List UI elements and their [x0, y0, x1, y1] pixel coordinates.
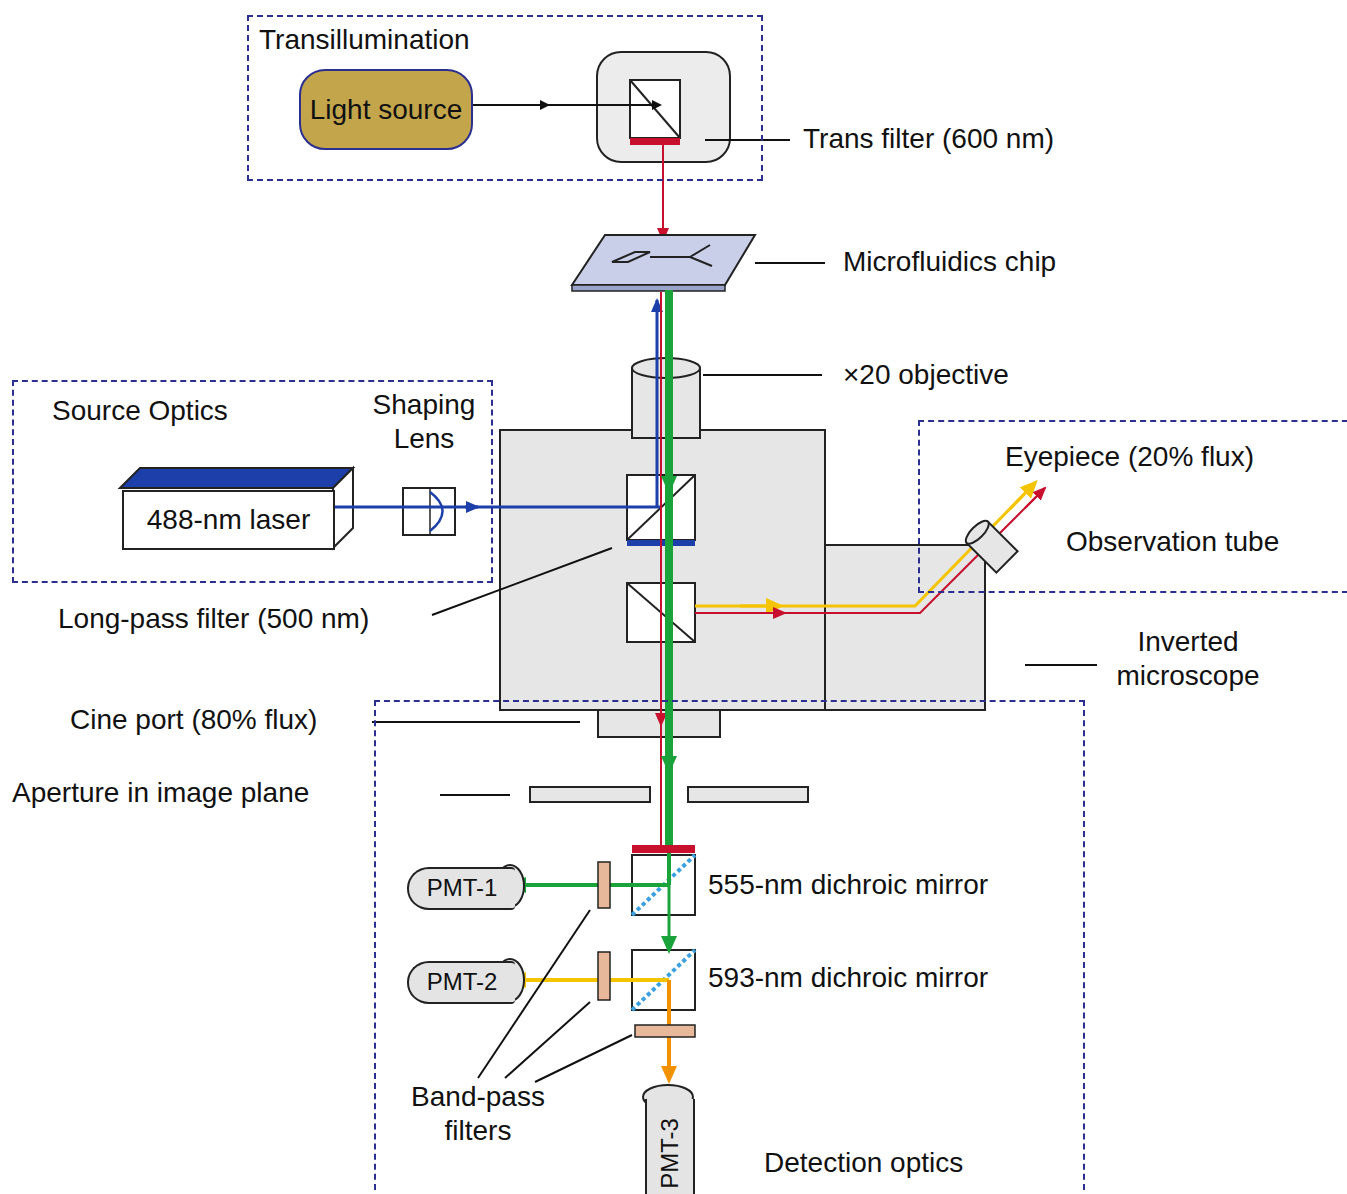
part-label: Shaping Lens [355, 388, 493, 455]
part-label: ×20 objective [843, 358, 1009, 392]
part-label: 593-nm dichroic mirror [708, 961, 988, 995]
pmt-cylinder: PMT-3 [645, 1099, 695, 1194]
pmt-cylinder: PMT-1 [407, 867, 515, 910]
part-label: Band-pass filters [393, 1080, 563, 1147]
region-title: Source Optics [52, 394, 228, 428]
light-source-box: Light source [299, 69, 473, 150]
part-label: 555-nm dichroic mirror [708, 868, 988, 902]
node-text: Light source [310, 93, 463, 127]
node-text: PMT-1 [427, 874, 498, 903]
part-label: Microfluidics chip [843, 245, 1056, 279]
part-label: Cine port (80% flux) [70, 703, 317, 737]
node-text: PMT-3 [656, 1118, 685, 1189]
pmt-cylinder: PMT-2 [407, 961, 515, 1004]
node-text: PMT-2 [427, 968, 498, 997]
laser-box: 488-nm laser [122, 490, 335, 550]
region-title: Detection optics [764, 1146, 963, 1180]
node-text: 488-nm laser [147, 503, 310, 537]
region-title: Observation tube [1066, 525, 1279, 559]
part-label: Aperture in image plane [12, 776, 309, 810]
part-label: Long-pass filter (500 nm) [58, 602, 369, 636]
part-label: Trans filter (600 nm) [803, 122, 1054, 156]
dashed-region: TransilluminationLight source [247, 15, 763, 181]
part-label: Eyepiece (20% flux) [1005, 440, 1254, 474]
part-label: Inverted microscope [1088, 625, 1288, 692]
region-title: Transillumination [259, 23, 470, 57]
